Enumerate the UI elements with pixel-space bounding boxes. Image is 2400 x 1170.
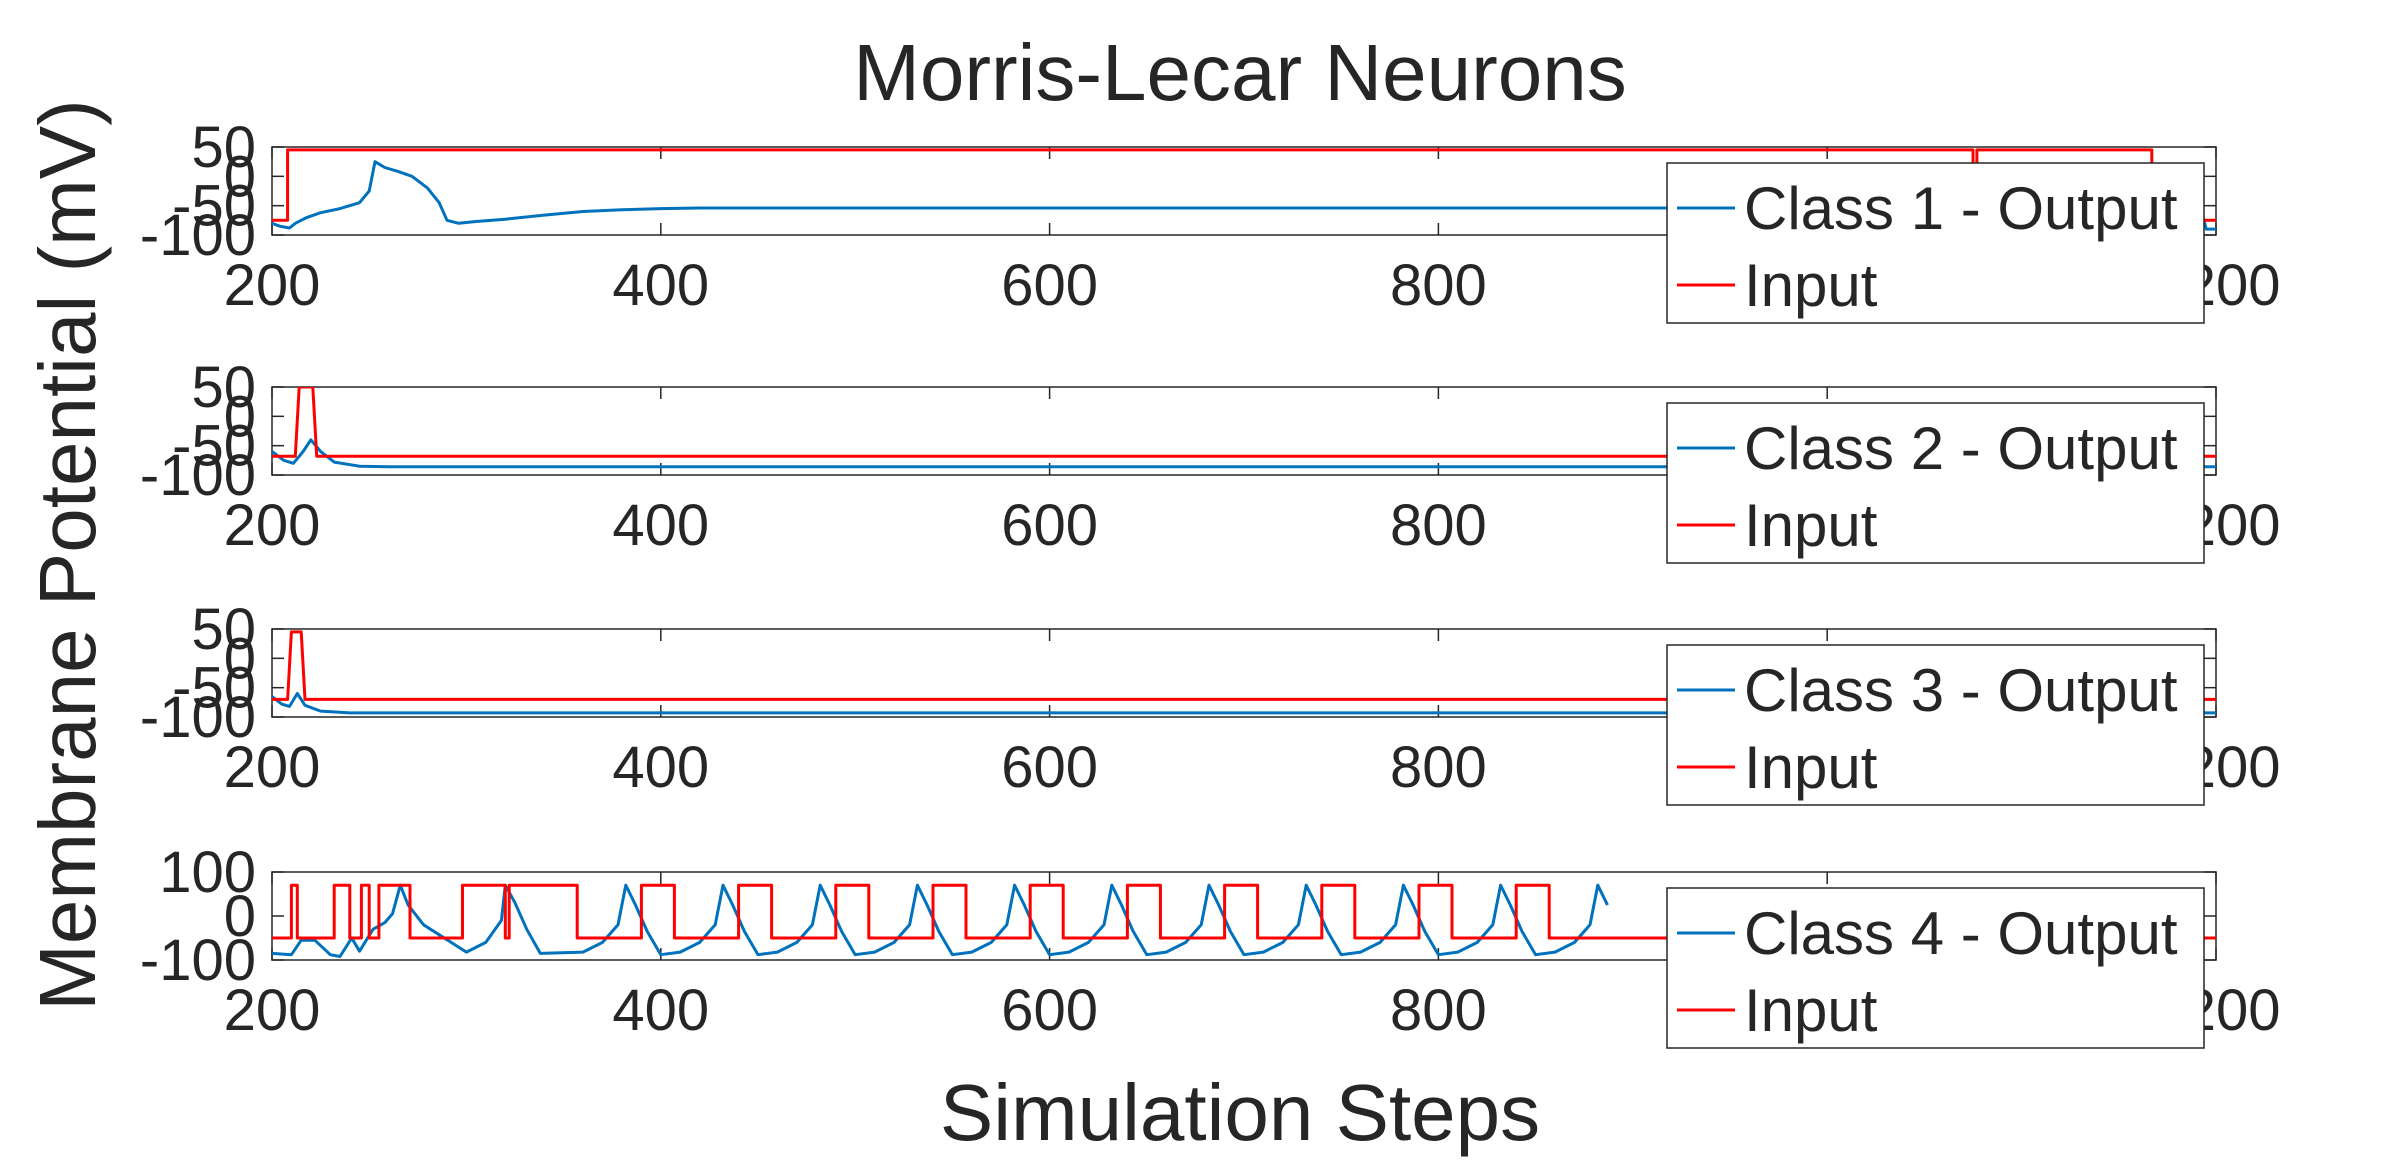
y-tick-label: 50 <box>191 355 256 420</box>
x-tick-label: 600 <box>1001 735 1098 800</box>
y-axis-label: Membrane Potential (mV) <box>23 99 112 1010</box>
x-tick-label: 400 <box>612 253 709 318</box>
y-tick-label: 50 <box>191 597 256 662</box>
x-tick-label: 400 <box>612 735 709 800</box>
x-tick-label: 800 <box>1390 493 1487 558</box>
legend-label-input: Input <box>1744 492 1878 559</box>
y-tick-label: -50 <box>172 174 256 239</box>
series-group <box>272 387 2216 469</box>
y-tick-label: 0 <box>224 384 256 449</box>
legend-box <box>1666 887 2205 1049</box>
x-tick-label: 200 <box>224 735 321 800</box>
y-tick-label: -100 <box>140 203 256 268</box>
input-series-line <box>272 387 2216 458</box>
legend-box <box>1666 162 2205 324</box>
x-tick-label: 400 <box>612 493 709 558</box>
y-tick-label: 0 <box>224 884 256 949</box>
x-tick-label: 800 <box>1390 253 1487 318</box>
input-series-line <box>272 883 2216 940</box>
legend-label-output: Class 3 - Output <box>1744 657 2178 724</box>
legend-label-input: Input <box>1744 252 1878 319</box>
x-tick-label: 800 <box>1390 735 1487 800</box>
chart-title: Morris-Lecar Neurons <box>853 28 1627 117</box>
y-tick-label: 0 <box>224 144 256 209</box>
y-tick-label: -100 <box>140 443 256 508</box>
legend-label-output: Class 4 - Output <box>1744 900 2178 967</box>
y-tick-label: 0 <box>224 626 256 691</box>
series-group <box>272 883 2216 958</box>
y-tick-label: -100 <box>140 685 256 750</box>
legend-label-output: Class 1 - Output <box>1744 175 2178 242</box>
y-tick-label: -50 <box>172 656 256 721</box>
output-series-line <box>272 883 1609 958</box>
legend-label-output: Class 2 - Output <box>1744 415 2178 482</box>
x-tick-label: 400 <box>612 978 709 1043</box>
x-tick-label: 600 <box>1001 493 1098 558</box>
output-series-line <box>272 438 2216 469</box>
y-tick-label: 50 <box>191 115 256 180</box>
x-axis-label: Simulation Steps <box>940 1068 1540 1157</box>
x-tick-label: 200 <box>224 253 321 318</box>
output-series-line <box>272 692 2216 715</box>
output-series-line <box>272 160 2216 231</box>
legend-label-input: Input <box>1744 977 1878 1044</box>
legend-box <box>1666 644 2205 806</box>
x-tick-label: 800 <box>1390 978 1487 1043</box>
y-tick-label: -50 <box>172 414 256 479</box>
legend-label-input: Input <box>1744 734 1878 801</box>
input-series-line <box>272 630 2216 701</box>
x-tick-label: 200 <box>224 493 321 558</box>
y-tick-label: 100 <box>159 840 256 905</box>
x-tick-label: 600 <box>1001 978 1098 1043</box>
x-tick-label: 200 <box>224 978 321 1043</box>
y-tick-label: -100 <box>140 928 256 993</box>
x-tick-label: 600 <box>1001 253 1098 318</box>
legend-box <box>1666 402 2205 564</box>
series-group <box>272 630 2216 715</box>
